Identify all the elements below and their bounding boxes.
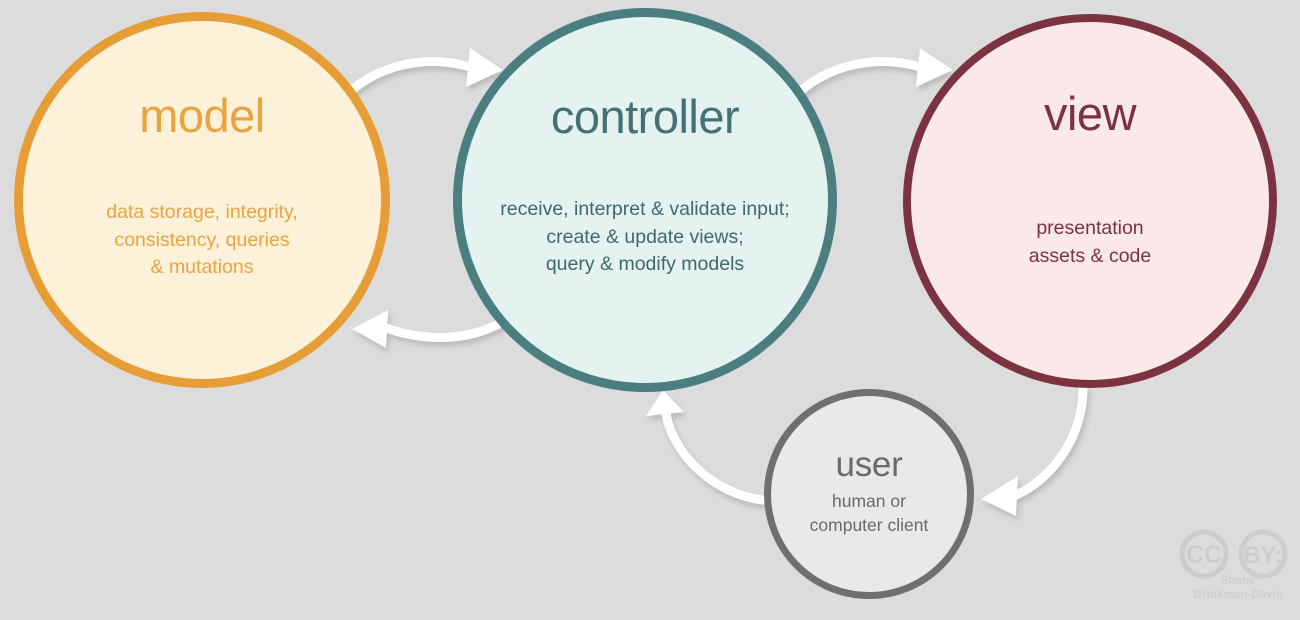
node-controller-description: receive, interpret & validate input; cre… — [500, 198, 790, 276]
arrow-controller-to-model — [352, 310, 517, 348]
cc-label: CC — [1186, 541, 1222, 569]
node-view-description: presentation assets & code — [1028, 217, 1152, 267]
node-model-title: model — [139, 89, 265, 142]
arrow-controller-to-view — [789, 48, 953, 102]
node-controller-title: controller — [550, 90, 740, 143]
node-controller[interactable]: controller receive, interpret & validate… — [453, 8, 837, 392]
creative-commons-badge[interactable]: CC BY: — [1178, 529, 1290, 607]
author-credit: Shane Brinkman-Davis — [1193, 575, 1283, 601]
arrow-user-to-controller — [646, 390, 767, 505]
node-view[interactable]: view presentation assets & code — [903, 14, 1277, 388]
node-model[interactable]: model data storage, integrity, consisten… — [14, 12, 390, 388]
by-icon: BY: — [1238, 529, 1288, 579]
by-label: BY: — [1243, 542, 1283, 569]
node-model-description: data storage, integrity, consistency, qu… — [106, 201, 298, 279]
node-user[interactable]: user human or computer client — [764, 389, 974, 599]
node-user-description: human or computer client — [809, 491, 929, 535]
node-user-title: user — [835, 445, 903, 484]
cc-icon: CC — [1179, 529, 1229, 579]
arrow-view-to-user — [981, 385, 1088, 516]
arrow-model-to-controller — [339, 48, 503, 102]
node-view-title: view — [1043, 87, 1137, 140]
